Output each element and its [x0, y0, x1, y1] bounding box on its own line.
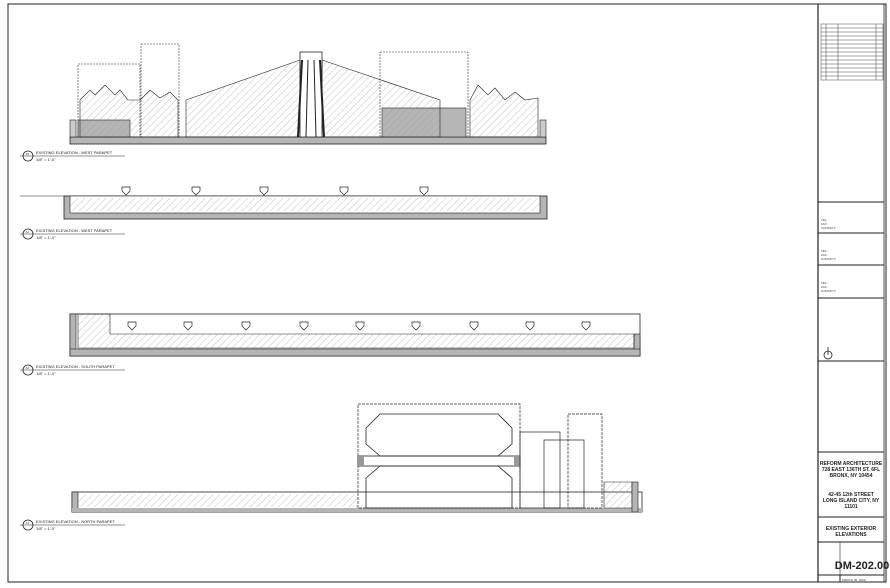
elevation-north-parapet [71, 403, 643, 513]
svg-text:A4: A4 [26, 230, 30, 234]
svg-text:CONTACT:: CONTACT: [821, 226, 836, 230]
drawing-title: EXISTING EXTERIOR [826, 526, 877, 532]
view-title: EXISTING ELEVATION - NORTH PARAPET [36, 519, 115, 524]
svg-text:FAX:: FAX: [821, 285, 828, 289]
view-title: EXISTING ELEVATION - SOUTH PARAPET [36, 364, 115, 369]
consultant-3: TEL.: FAX: CONTACT: [821, 281, 836, 293]
svg-text:CONTACT:: CONTACT: [821, 257, 836, 261]
svg-text:CONTACT:: CONTACT: [821, 289, 836, 293]
view-title: EXISTING ELEVATION - WEST PARAPET [36, 150, 113, 155]
view-scale: 1/8" = 1'-0" [36, 157, 56, 162]
architect-name: REFORM ARCHITECTURE [820, 461, 883, 467]
north-arrow-icon [823, 347, 833, 360]
svg-text:FAX:: FAX: [821, 222, 828, 226]
svg-text:A5: A5 [26, 152, 30, 156]
view-scale: 1/8" = 1'-0" [36, 371, 56, 376]
view-label-4: EXISTING ELEVATION - NORTH PARAPET 1/8" … [20, 519, 125, 531]
svg-text:TEL.:: TEL.: [821, 249, 828, 253]
svg-text:FAX:: FAX: [821, 253, 828, 257]
revision-table [820, 23, 884, 81]
architect-city: BRONX, NY 10454 [830, 473, 873, 479]
sheet-border [7, 3, 887, 583]
elevation-west-parapet-1 [69, 43, 547, 145]
elevation-south-parapet [69, 313, 641, 357]
project-address: 42-45 12th STREET [828, 492, 874, 498]
svg-text:A1: A1 [26, 521, 30, 525]
view-scale: 1/8" = 1'-0" [36, 235, 56, 240]
project-zip: 11101 [844, 504, 858, 510]
sheet-date: MARCH 30, 2020 [842, 578, 866, 582]
view-scale: 1/8" = 1'-0" [36, 526, 56, 531]
architect-address: 728 EAST 136TH ST. 6FL [822, 467, 880, 473]
view-label-2: EXISTING ELEVATION - WEST PARAPET 1/8" =… [20, 228, 125, 240]
view-label-3: EXISTING ELEVATION - SOUTH PARAPET 1/8" … [20, 364, 125, 376]
project-city: LONG ISLAND CITY, NY [823, 498, 880, 504]
consultant-2: TEL.: FAX: CONTACT: [821, 249, 836, 261]
drawing-title-2: ELEVATIONS [835, 532, 867, 538]
elevation-west-parapet-2 [20, 186, 548, 220]
svg-text:A3: A3 [26, 366, 30, 370]
view-label-1: EXISTING ELEVATION - WEST PARAPET 1/8" =… [20, 150, 125, 162]
view-title: EXISTING ELEVATION - WEST PARAPET [36, 228, 113, 233]
svg-text:TEL.:: TEL.: [821, 281, 828, 285]
title-block: TEL.: FAX: CONTACT: TEL.: FAX: CONTACT: … [818, 23, 889, 582]
consultant-1: TEL.: FAX: CONTACT: [821, 218, 836, 230]
sheet-number: DM-202.00 [835, 560, 889, 572]
svg-text:TEL.:: TEL.: [821, 218, 828, 222]
